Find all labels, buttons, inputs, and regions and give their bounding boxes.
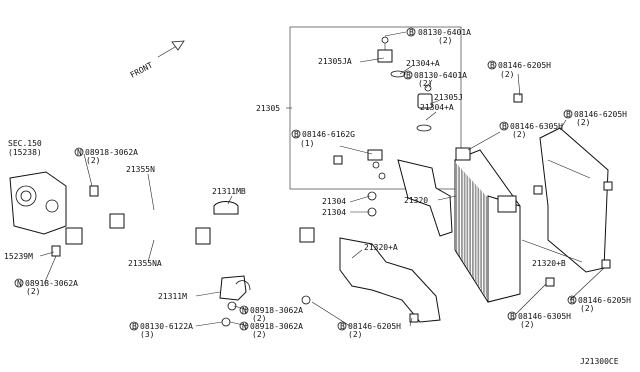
svg-text:B: B bbox=[340, 322, 345, 331]
front-arrow-icon bbox=[157, 40, 185, 58]
svg-text:B: B bbox=[510, 312, 515, 321]
callout-c1: B 08130-6401A (2) bbox=[406, 27, 471, 45]
callout-c12: SEC.150 bbox=[8, 139, 42, 148]
callout-c2: 21305JA bbox=[318, 57, 352, 66]
callout-c3: 21304+A bbox=[406, 59, 440, 68]
svg-text:08146-6162G: 08146-6162G bbox=[302, 130, 355, 139]
svg-text:(1): (1) bbox=[300, 139, 314, 148]
svg-text:B: B bbox=[132, 322, 137, 331]
clamp-21311m bbox=[219, 275, 251, 301]
svg-text:(2): (2) bbox=[348, 330, 362, 339]
svg-text:(2): (2) bbox=[26, 287, 40, 296]
callout-c25: N 08918-3062A (2) bbox=[239, 305, 303, 323]
bolt-marker: B bbox=[409, 28, 414, 37]
svg-text:N: N bbox=[17, 279, 22, 288]
callout-c16: 21311MB bbox=[212, 187, 246, 196]
svg-text:(2): (2) bbox=[418, 79, 432, 88]
svg-text:(2): (2) bbox=[438, 36, 452, 45]
bracket-21320a bbox=[339, 237, 441, 323]
svg-text:N: N bbox=[242, 306, 247, 315]
callout-c19: 21320 bbox=[404, 196, 428, 205]
svg-text:(2): (2) bbox=[86, 156, 100, 165]
svg-text:B: B bbox=[294, 130, 299, 139]
svg-text:N: N bbox=[242, 322, 247, 331]
callout-c9: B 08146-6205H (2) bbox=[487, 60, 551, 79]
callout-c23: N 08918-3062A (2) bbox=[14, 278, 78, 296]
svg-text:(3): (3) bbox=[140, 330, 154, 339]
svg-text:08146-6205H: 08146-6205H bbox=[574, 110, 627, 119]
svg-text:B: B bbox=[570, 296, 575, 305]
callout-c6: 21304+A bbox=[420, 103, 454, 112]
callout-c22: 21320+A bbox=[364, 243, 398, 252]
callout-c11: B 08146-6205H (2) bbox=[563, 109, 627, 127]
svg-text:(2): (2) bbox=[520, 320, 534, 329]
svg-text:08146-6305H: 08146-6305H bbox=[510, 122, 563, 131]
callout-c26: B 08130-6122A (3) bbox=[129, 321, 193, 339]
front-label: FRONT bbox=[129, 60, 155, 79]
svg-text:(2): (2) bbox=[576, 118, 590, 127]
svg-text:08146-6305H: 08146-6305H bbox=[518, 312, 571, 321]
svg-text:(2): (2) bbox=[512, 130, 526, 139]
callout-c27: N 08918-3062A (2) bbox=[239, 321, 303, 339]
callout-c17: 21304 bbox=[322, 197, 346, 206]
callout-c31: B 08146-6205H (2) bbox=[567, 295, 631, 313]
svg-text:B: B bbox=[406, 71, 411, 80]
svg-text:08918-3062A: 08918-3062A bbox=[25, 279, 78, 288]
callout-c29: 21320+B bbox=[532, 259, 566, 268]
leader-lines bbox=[39, 31, 605, 327]
clamp-21311mb bbox=[213, 201, 239, 215]
svg-text:08918-3062A: 08918-3062A bbox=[250, 306, 303, 315]
svg-text:08918-3062A: 08918-3062A bbox=[85, 148, 138, 157]
svg-text:(2): (2) bbox=[580, 304, 594, 313]
hardware bbox=[221, 93, 613, 327]
callout-c15: 21355N bbox=[126, 165, 155, 174]
svg-text:(2): (2) bbox=[500, 70, 514, 79]
callout-c7: 21305 bbox=[256, 104, 280, 113]
oil-cooler-hose-assembly bbox=[65, 204, 320, 262]
svg-text:08146-6205H: 08146-6205H bbox=[578, 296, 631, 305]
oil-cooler-pipe-upper bbox=[367, 36, 433, 181]
svg-text:(2): (2) bbox=[252, 314, 266, 323]
callout-c21: 21355NA bbox=[128, 259, 162, 268]
callout-c5: 21305J bbox=[434, 93, 463, 102]
callout-c13: (15238) bbox=[8, 148, 42, 157]
callout-c8: B 08146-6162G (1) bbox=[291, 129, 355, 148]
svg-text:B: B bbox=[490, 61, 495, 70]
svg-text:08918-3062A: 08918-3062A bbox=[250, 322, 303, 331]
callout-c28: B 08146-6205H (2) bbox=[337, 321, 401, 339]
svg-text:B: B bbox=[502, 122, 507, 131]
callout-c4: B 08130-6401A (2) bbox=[403, 70, 467, 88]
oil-filter-bracket bbox=[9, 171, 99, 257]
callout-labels: B 08130-6401A (2) 21305JA 21304+A B 0813… bbox=[4, 27, 631, 366]
diagram-id: J21300CE bbox=[580, 357, 619, 366]
nut-marker: N bbox=[77, 148, 82, 157]
callout-c14: N 08918-3062A (2) bbox=[74, 147, 138, 165]
svg-text:08146-6205H: 08146-6205H bbox=[348, 322, 401, 331]
callout-c10: B 08146-6305H (2) bbox=[499, 121, 563, 139]
oil-cooler-core bbox=[454, 147, 521, 303]
svg-text:08146-6205H: 08146-6205H bbox=[498, 61, 551, 70]
callout-c18: 21304 bbox=[322, 208, 346, 217]
callout-c20: 15239M bbox=[4, 252, 33, 261]
bracket-21320 bbox=[397, 159, 453, 237]
svg-text:08130-6401A: 08130-6401A bbox=[418, 28, 471, 37]
svg-text:(2): (2) bbox=[252, 330, 266, 339]
callout-c24: 21311M bbox=[158, 292, 187, 301]
svg-text:08130-6122A: 08130-6122A bbox=[140, 322, 193, 331]
callout-c30: B 08146-6305H (2) bbox=[507, 311, 571, 329]
svg-text:08130-6401A: 08130-6401A bbox=[414, 71, 467, 80]
svg-text:B: B bbox=[566, 110, 571, 119]
